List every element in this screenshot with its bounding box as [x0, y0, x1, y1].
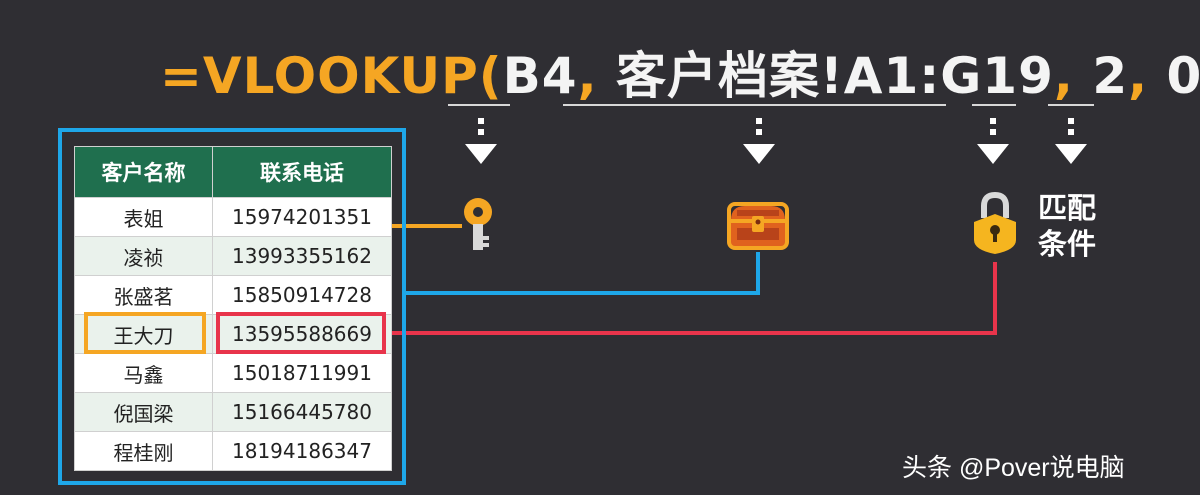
down-arrow-icon	[975, 118, 1011, 178]
down-arrow-icon	[741, 118, 777, 178]
result-value-highlight	[216, 312, 386, 354]
formula-sep: ,	[1128, 47, 1149, 105]
underline-column	[972, 104, 1016, 106]
down-arrow-icon	[1053, 118, 1089, 178]
cell-name: 马鑫	[74, 353, 213, 393]
formula-arg-lookup: B4	[502, 47, 578, 105]
cell-phone: 15166445780	[212, 392, 392, 432]
lookup-value-highlight	[84, 312, 206, 354]
column-header-name: 客户名称	[74, 146, 213, 198]
treasure-chest-icon	[727, 202, 789, 250]
cell-phone: 15974201351	[212, 197, 392, 237]
formula-arg-range: 客户档案!A1:G19	[615, 47, 1054, 105]
down-arrow-icon	[463, 118, 499, 178]
key-icon	[464, 198, 492, 250]
cell-name: 表姐	[74, 197, 213, 237]
cell-phone: 18194186347	[212, 431, 392, 471]
cell-name: 凌祯	[74, 236, 213, 276]
cell-name: 张盛茗	[74, 275, 213, 315]
column-header-phone: 联系电话	[212, 146, 392, 198]
formula-arg-match: 0	[1166, 47, 1200, 105]
cell-name: 程桂刚	[74, 431, 213, 471]
match-condition-label: 匹配条件	[1038, 191, 1097, 261]
formula-prefix: =VLOOKUP(	[160, 47, 503, 105]
vlookup-formula: =VLOOKUP(B4, 客户档案!A1:G19, 2, 0 )	[160, 36, 1200, 108]
cell-name: 倪国梁	[74, 392, 213, 432]
cell-phone: 15850914728	[212, 275, 392, 315]
formula-sep: ,	[577, 47, 598, 105]
underline-match	[1048, 104, 1094, 106]
cell-phone: 15018711991	[212, 353, 392, 393]
underline-range	[563, 104, 946, 106]
formula-sep: ,	[1053, 47, 1074, 105]
cell-phone: 13595588669	[212, 314, 392, 354]
lookup-range-frame	[58, 128, 406, 485]
underline-lookup	[448, 104, 510, 106]
cell-phone: 13993355162	[212, 236, 392, 276]
formula-arg-column: 2	[1092, 47, 1129, 105]
watermark: 头条 @Pover说电脑	[902, 454, 1125, 482]
range-connector	[406, 252, 760, 295]
padlock-icon	[974, 191, 1016, 254]
result-connector	[386, 262, 997, 335]
